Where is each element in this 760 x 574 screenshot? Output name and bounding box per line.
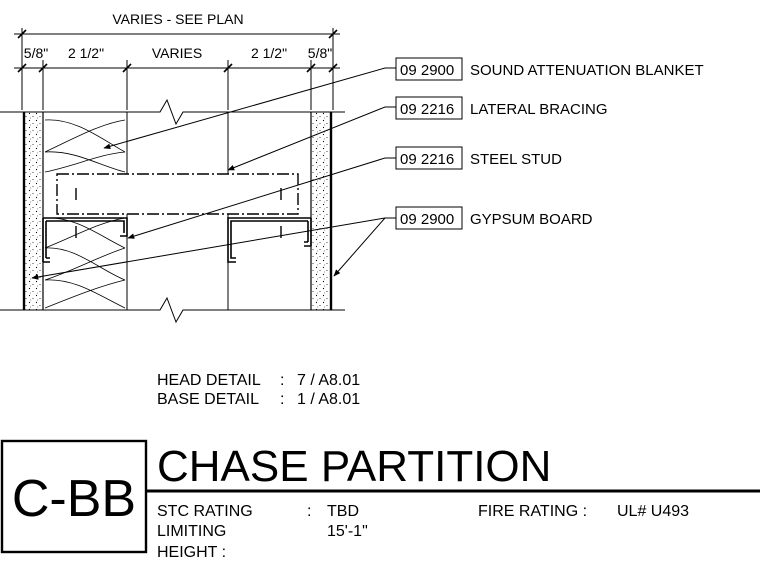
overall-dimension-label: VARIES - SEE PLAN xyxy=(112,11,243,27)
dim-stud-right: 2 1/2" xyxy=(251,45,287,61)
keynote-2-code: 09 2216 xyxy=(400,101,454,118)
dim-gyp-left: 5/8" xyxy=(24,45,48,61)
limiting-height-label-1: LIMITING xyxy=(157,523,226,540)
keynote-1-box xyxy=(395,57,463,81)
keynote-3-text: STEEL STUD xyxy=(470,151,562,168)
limiting-height-label-2: HEIGHT : xyxy=(157,544,226,561)
limiting-height-value: 15'-1" xyxy=(327,523,368,540)
steel-stud-right xyxy=(227,217,312,263)
gypsum-board-right xyxy=(311,112,331,310)
base-detail-sep: : xyxy=(280,391,284,408)
head-detail-sep: : xyxy=(280,372,284,389)
dim-stud-left: 2 1/2" xyxy=(68,45,104,61)
keynote-3-box xyxy=(395,146,463,170)
head-detail-ref: 7 / A8.01 xyxy=(297,372,360,389)
gypsum-board-left xyxy=(24,112,43,310)
tag-box xyxy=(0,439,148,554)
head-detail-label: HEAD DETAIL xyxy=(157,372,261,389)
dim-cavity: VARIES xyxy=(152,45,202,61)
lateral-bracing xyxy=(56,173,299,215)
title-block: C-BB CHASE PARTITION STC RATING : TBD LI… xyxy=(0,439,760,561)
dim-gyp-right: 5/8" xyxy=(308,45,332,61)
keynote-4-box xyxy=(395,206,463,230)
keynote-1-code: 09 2900 xyxy=(400,62,454,79)
partition-title: CHASE PARTITION xyxy=(157,442,551,491)
steel-stud-left xyxy=(42,217,128,263)
base-detail-ref: 1 / A8.01 xyxy=(297,391,360,408)
keynote-1-text: SOUND ATTENUATION BLANKET xyxy=(470,62,704,79)
stc-rating-label: STC RATING xyxy=(157,503,253,520)
keynote-leaders xyxy=(31,67,396,280)
detail-references: HEAD DETAIL : 7 / A8.01 BASE DETAIL : 1 … xyxy=(157,372,360,408)
fire-rating-label: FIRE RATING : xyxy=(478,503,587,520)
dimension-strings xyxy=(14,28,340,110)
keynote-4-code: 09 2900 xyxy=(400,211,454,228)
base-detail-label: BASE DETAIL xyxy=(157,391,259,408)
keynote-4-text: GYPSUM BOARD xyxy=(470,211,593,228)
keynote-list: 09 2900 SOUND ATTENUATION BLANKET 09 221… xyxy=(395,57,704,230)
keynote-2-text: LATERAL BRACING xyxy=(470,101,608,118)
fire-rating-value: UL# U493 xyxy=(617,503,689,520)
keynote-2-box xyxy=(395,96,463,120)
partition-tag: C-BB xyxy=(12,470,136,528)
stc-rating-sep: : xyxy=(307,503,311,520)
wall-section xyxy=(0,98,345,324)
stc-rating-value: TBD xyxy=(327,503,359,520)
keynote-3-code: 09 2216 xyxy=(400,151,454,168)
